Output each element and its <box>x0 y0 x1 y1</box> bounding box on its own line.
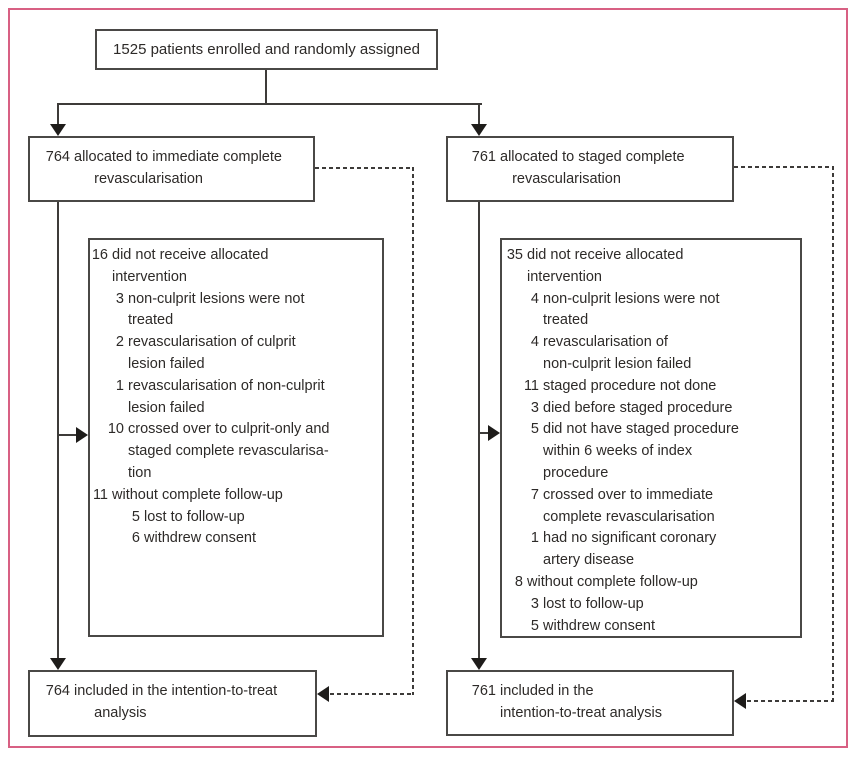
exclusion-item-count: 11 <box>523 377 539 394</box>
exclusion-item-text: revascularisation of non-culprit lesion … <box>543 334 692 372</box>
exclusion-item-text: lost to follow-up <box>144 508 245 525</box>
connector-exclusion-stub-immediate <box>57 434 78 436</box>
exclusion-item-count: 5 <box>131 508 140 525</box>
staged-itt-text: included in the intention-to-treat analy… <box>500 683 662 721</box>
immediate-itt-text: included in the intention-to-treat analy… <box>74 683 278 721</box>
immediate-itt-box: 764 included in the intention-to-treat a… <box>28 670 317 737</box>
arrowhead-dashed-staged <box>734 693 746 709</box>
exclusion-item-count: 6 <box>131 530 140 547</box>
exclusion-item-text: revascularisation of culprit lesion fail… <box>128 334 296 372</box>
staged-itt-count: 761 <box>471 683 496 699</box>
exclusion-item-count: 11 <box>92 486 108 503</box>
staged-allocation-box: 761 allocated to staged complete revascu… <box>446 136 734 202</box>
exclusion-item-count: 4 <box>530 290 539 307</box>
exclusion-item-count: 3 <box>115 290 124 307</box>
exclusion-item-text: did not receive allocated intervention <box>527 247 684 285</box>
exclusion-item-text: without complete follow-up <box>112 486 283 503</box>
exclusion-item-text: without complete follow-up <box>527 573 698 590</box>
exclusion-item-count: 4 <box>530 334 539 351</box>
exclusion-item-count: 1 <box>115 377 124 394</box>
staged-allocation-text: allocated to staged complete revasculari… <box>500 149 685 187</box>
connector-branch <box>57 103 482 105</box>
exclusion-item-count: 5 <box>530 421 539 438</box>
dashed-crossover-vertical-staged <box>832 166 834 702</box>
staged-itt-box: 761 included in the intention-to-treat a… <box>446 670 734 736</box>
dashed-crossover-top-immediate <box>315 167 414 169</box>
exclusion-item-text: lost to follow-up <box>543 595 644 612</box>
arrowhead-exclusions-staged <box>488 425 500 441</box>
exclusion-item-count: 10 <box>107 421 124 438</box>
connector-stem <box>265 70 267 104</box>
dashed-crossover-bottom-staged <box>747 700 834 702</box>
exclusion-item-count: 7 <box>530 486 539 503</box>
exclusion-item-text: revascularisation of non-culprit lesion … <box>128 377 325 416</box>
exclusion-item-count: 3 <box>530 595 539 612</box>
arrowhead-exclusions-immediate <box>76 427 88 443</box>
exclusion-item-count: 35 <box>506 247 523 263</box>
immediate-allocation-count: 764 <box>45 149 70 165</box>
exclusion-item-text: crossed over to culprit-only and staged … <box>128 421 330 481</box>
arrowhead-allocation-immediate <box>50 124 66 136</box>
exclusion-item-text: staged procedure not done <box>543 377 717 394</box>
exclusion-item-count: 8 <box>514 573 523 590</box>
immediate-allocation-box: 764 allocated to immediate complete reva… <box>28 136 315 202</box>
dashed-crossover-bottom-immediate <box>330 693 414 695</box>
exclusion-item-text: non-culprit lesions were not treated <box>543 290 720 329</box>
exclusion-item-count: 3 <box>530 399 539 416</box>
exclusion-item-text: withdrew consent <box>144 530 257 547</box>
connector-drop-immediate <box>57 103 59 126</box>
arrowhead-dashed-immediate <box>317 686 329 702</box>
exclusion-item-text: did not receive allocated intervention <box>112 247 269 285</box>
exclusion-item-count: 2 <box>115 334 124 351</box>
immediate-allocation-text: allocated to immediate complete revascul… <box>74 149 282 187</box>
connector-exclusion-stub-staged <box>478 432 491 434</box>
connector-vertical-immediate <box>57 202 59 660</box>
exclusion-item-count: 5 <box>530 617 539 634</box>
exclusion-item-text: crossed over to immediate complete revas… <box>543 486 715 525</box>
connector-drop-staged <box>478 103 480 126</box>
exclusion-item-count: 16 <box>91 247 108 263</box>
exclusion-item-text: non-culprit lesions were not treated <box>128 290 305 329</box>
staged-allocation-count: 761 <box>471 149 496 165</box>
connector-vertical-staged <box>478 202 480 660</box>
exclusion-item-text: withdrew consent <box>543 617 656 634</box>
dashed-crossover-top-staged <box>734 166 834 168</box>
arrowhead-itt-immediate <box>50 658 66 670</box>
arrowhead-itt-staged <box>471 658 487 670</box>
exclusion-item-text: died before staged procedure <box>543 399 733 416</box>
exclusion-item-count: 1 <box>530 530 539 547</box>
immediate-itt-count: 764 <box>45 683 70 699</box>
exclusion-item-text: did not have staged procedure within 6 w… <box>543 421 739 481</box>
enrolled-text: 1525 patients enrolled and randomly assi… <box>113 40 420 58</box>
arrowhead-allocation-staged <box>471 124 487 136</box>
dashed-crossover-vertical-immediate <box>412 167 414 695</box>
figure-border-frame <box>8 8 848 748</box>
enrolled-box: 1525 patients enrolled and randomly assi… <box>95 29 438 70</box>
exclusion-item-text: had no significant coronary artery disea… <box>543 530 717 569</box>
